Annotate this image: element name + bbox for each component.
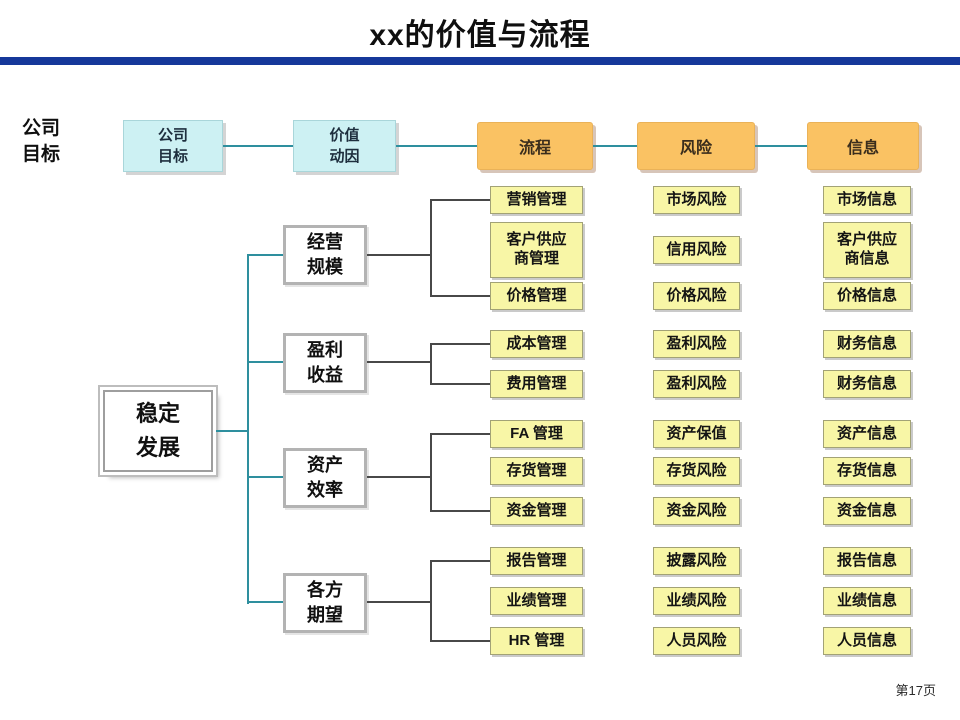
connector-line [367, 361, 432, 363]
header-box-process: 流程 [477, 122, 593, 170]
process-box-fa: FA 管理 [490, 420, 583, 448]
driver-box-stakeholder-expectation: 各方 期望 [283, 573, 367, 633]
title-accent-bar [0, 57, 960, 65]
connector-line [430, 343, 490, 345]
connector-line [755, 145, 807, 147]
connector-line [430, 343, 432, 385]
risk-box-profit-1: 盈利风险 [653, 330, 740, 358]
process-box-pricing: 价格管理 [490, 282, 583, 310]
risk-box-market: 市场风险 [653, 186, 740, 214]
connector-line [247, 476, 283, 478]
info-box-performance: 业绩信息 [823, 587, 911, 615]
info-box-personnel: 人员信息 [823, 627, 911, 655]
info-box-customer-supplier: 客户供应 商信息 [823, 222, 911, 278]
connector-line [247, 361, 283, 363]
connector-line [430, 199, 490, 201]
process-box-hr: HR 管理 [490, 627, 583, 655]
process-box-reporting: 报告管理 [490, 547, 583, 575]
risk-box-disclosure: 披露风险 [653, 547, 740, 575]
risk-box-inventory: 存货风险 [653, 457, 740, 485]
page-title: xx的价值与流程 [369, 19, 591, 52]
connector-line [430, 383, 490, 385]
info-box-finance-2: 财务信息 [823, 370, 911, 398]
connector-line [430, 510, 490, 512]
connector-line [247, 601, 283, 603]
risk-box-asset-preservation: 资产保值 [653, 420, 740, 448]
risk-box-performance: 业绩风险 [653, 587, 740, 615]
process-box-cash: 资金管理 [490, 497, 583, 525]
risk-box-profit-2: 盈利风险 [653, 370, 740, 398]
connector-line [247, 254, 283, 256]
connector-line [593, 145, 637, 147]
connector-line [367, 254, 432, 256]
header-box-info: 信息 [807, 122, 919, 170]
connector-line [430, 560, 490, 562]
info-box-finance-1: 财务信息 [823, 330, 911, 358]
connector-line [396, 145, 477, 147]
connector-line [430, 199, 432, 297]
connector-line [216, 430, 249, 432]
process-box-marketing: 营销管理 [490, 186, 583, 214]
side-label-company-goal: 公司 目标 [22, 118, 61, 165]
info-box-market: 市场信息 [823, 186, 911, 214]
process-box-inventory: 存货管理 [490, 457, 583, 485]
connector-line [247, 254, 249, 604]
connector-line [430, 560, 432, 642]
process-box-performance: 业绩管理 [490, 587, 583, 615]
connector-line [223, 145, 293, 147]
risk-box-credit: 信用风险 [653, 236, 740, 264]
info-box-report: 报告信息 [823, 547, 911, 575]
header-box-risk: 风险 [637, 122, 755, 170]
header-box-company-goal: 公司 目标 [123, 120, 223, 172]
info-box-inventory: 存货信息 [823, 457, 911, 485]
root-box-stable-development: 稳定 发展 [103, 390, 213, 472]
connector-line [367, 601, 432, 603]
driver-box-asset-efficiency: 资产 效率 [283, 448, 367, 508]
driver-box-profit-return: 盈利 收益 [283, 333, 367, 393]
connector-line [367, 476, 432, 478]
process-box-expense: 费用管理 [490, 370, 583, 398]
connector-line [430, 433, 432, 512]
risk-box-personnel: 人员风险 [653, 627, 740, 655]
info-box-price: 价格信息 [823, 282, 911, 310]
header-box-value-driver: 价值 动因 [293, 120, 396, 172]
risk-box-cash: 资金风险 [653, 497, 740, 525]
connector-line [430, 433, 490, 435]
connector-line [430, 640, 490, 642]
connector-line [430, 295, 490, 297]
driver-box-business-scale: 经营 规模 [283, 225, 367, 285]
process-box-cost: 成本管理 [490, 330, 583, 358]
risk-box-price: 价格风险 [653, 282, 740, 310]
info-box-asset: 资产信息 [823, 420, 911, 448]
process-box-customer-supplier: 客户供应 商管理 [490, 222, 583, 278]
page-number: 第17页 [895, 683, 936, 698]
info-box-cash: 资金信息 [823, 497, 911, 525]
